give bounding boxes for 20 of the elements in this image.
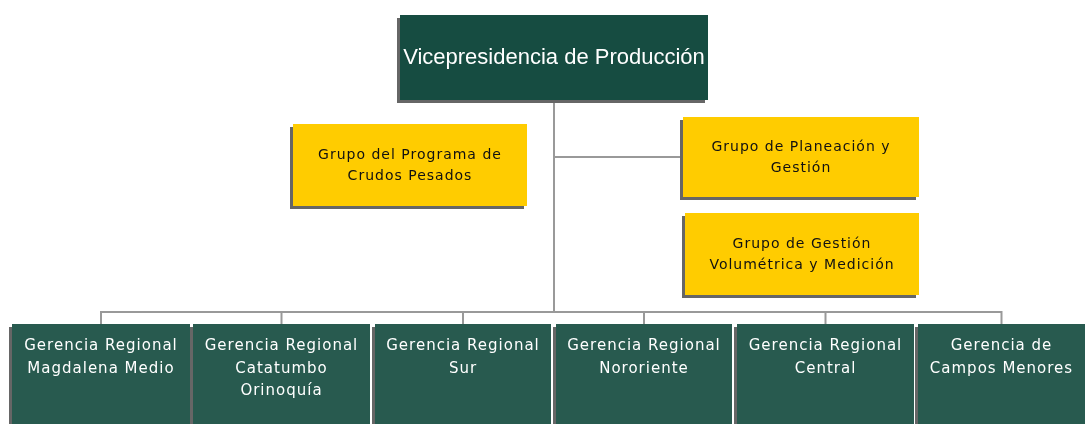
- group-box: [685, 213, 919, 295]
- unit-box: [375, 324, 551, 424]
- executive-box: [400, 15, 708, 100]
- box-label: Gerencia Regional Central: [747, 335, 904, 379]
- box-label: Gerencia Regional Magdalena Medio: [23, 335, 179, 379]
- box-label: Gerencia Regional Nororiente: [566, 335, 722, 379]
- box-label: Grupo de Gestión Volumétrica y Medición: [708, 234, 896, 274]
- box-label: Gerencia Regional Catatumbo Orinoquía: [203, 335, 360, 401]
- box-label: Grupo del Programa de Crudos Pesados: [317, 145, 503, 185]
- box-label: Vicepresidencia de Producción: [403, 45, 705, 70]
- box-label: Gerencia de Campos Menores: [928, 335, 1075, 379]
- box-label: Gerencia Regional Sur: [385, 335, 541, 379]
- box-label: Grupo de Planeación y Gestión: [710, 137, 892, 177]
- group-box: [293, 124, 527, 206]
- group-box: [683, 117, 919, 197]
- unit-box: [918, 324, 1085, 424]
- unit-box: [12, 324, 190, 424]
- unit-box: [737, 324, 914, 424]
- unit-box: [193, 324, 370, 424]
- unit-box: [556, 324, 732, 424]
